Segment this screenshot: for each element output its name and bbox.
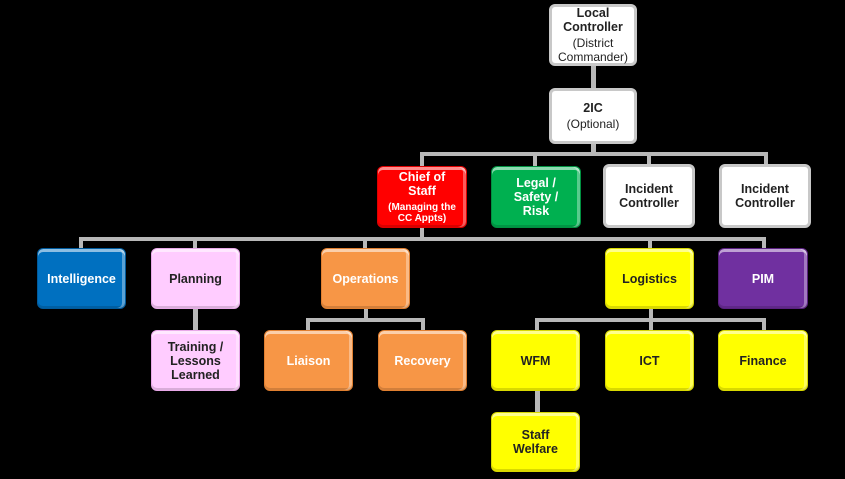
- connector-recovery-drop: [421, 318, 425, 330]
- node-title: Logistics: [622, 271, 677, 286]
- node-legal-safety-risk[interactable]: Legal / Safety / Risk: [491, 166, 581, 228]
- node-ict[interactable]: ICT: [605, 330, 694, 391]
- node-operations[interactable]: Operations: [321, 248, 410, 309]
- node-title: Incident Controller: [735, 182, 795, 210]
- connector-wfm-welfare: [535, 390, 540, 413]
- connector-lc-2ic: [591, 64, 596, 90]
- node-title: PIM: [751, 271, 775, 286]
- connector-cos-drop: [420, 152, 424, 167]
- node-finance[interactable]: Finance: [718, 330, 808, 391]
- node-incident-controller-2[interactable]: Incident Controller: [719, 164, 811, 228]
- node-title: Local Controller: [563, 6, 623, 34]
- connector-2ic-down: [591, 142, 596, 154]
- connector-cos-down: [420, 227, 424, 239]
- node-title: Recovery: [394, 353, 451, 368]
- node-title: Chief of Staff: [398, 170, 446, 198]
- node-subtitle: (District Commander): [557, 36, 629, 64]
- node-2ic[interactable]: 2IC (Optional): [549, 88, 637, 144]
- node-training-lessons-learned[interactable]: Training / Lessons Learned: [151, 330, 240, 391]
- connector-wfm-drop: [535, 318, 539, 330]
- connector-ops-bus: [306, 318, 425, 322]
- connector-tier2-bus: [420, 152, 768, 156]
- connector-pim-drop: [762, 237, 766, 249]
- connector-ops-down: [364, 308, 368, 320]
- node-title: Finance: [739, 353, 787, 368]
- node-title: 2IC: [583, 101, 603, 115]
- connector-planning-drop: [193, 237, 197, 249]
- connector-planning-training: [193, 308, 198, 331]
- connector-ict-drop: [649, 318, 653, 330]
- node-planning[interactable]: Planning: [151, 248, 240, 309]
- connector-liaison-drop: [306, 318, 310, 330]
- node-title: Training / Lessons Learned: [167, 339, 224, 382]
- node-local-controller[interactable]: Local Controller (District Commander): [549, 4, 637, 66]
- node-title: WFM: [520, 353, 551, 368]
- node-title: Planning: [169, 271, 222, 286]
- connector-logistics-down: [649, 308, 653, 320]
- connector-ops-drop: [363, 237, 367, 249]
- connector-ic1-drop: [647, 152, 651, 167]
- connector-legal-drop: [533, 152, 537, 167]
- connector-finance-drop: [762, 318, 766, 330]
- node-pim[interactable]: PIM: [718, 248, 808, 309]
- node-logistics[interactable]: Logistics: [605, 248, 694, 309]
- connector-logistics-drop: [648, 237, 652, 249]
- node-chief-of-staff[interactable]: Chief of Staff (Managing the CC Appts): [377, 166, 467, 228]
- node-title: ICT: [639, 353, 660, 368]
- node-liaison[interactable]: Liaison: [264, 330, 353, 391]
- node-title: Legal / Safety / Risk: [513, 176, 559, 218]
- connector-ic2-drop: [764, 152, 768, 167]
- node-title: Operations: [332, 271, 399, 286]
- node-subtitle: (Optional): [566, 117, 620, 131]
- connector-intel-drop: [79, 237, 83, 249]
- node-title: Intelligence: [47, 271, 116, 286]
- node-title: Incident Controller: [619, 182, 679, 210]
- node-incident-controller-1[interactable]: Incident Controller: [603, 164, 695, 228]
- node-wfm[interactable]: WFM: [491, 330, 580, 391]
- node-intelligence[interactable]: Intelligence: [37, 248, 126, 309]
- node-title: Staff Welfare: [513, 428, 558, 456]
- connector-tier3-bus: [79, 237, 766, 241]
- node-title: Liaison: [286, 353, 331, 368]
- node-recovery[interactable]: Recovery: [378, 330, 467, 391]
- node-staff-welfare[interactable]: Staff Welfare: [491, 412, 580, 472]
- node-subtitle: (Managing the CC Appts): [388, 202, 456, 224]
